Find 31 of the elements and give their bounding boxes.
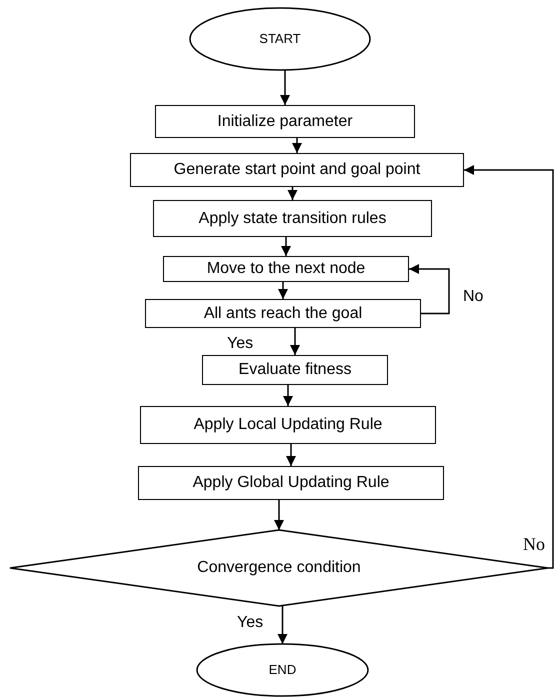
process-box <box>130 153 464 187</box>
arrow <box>292 138 302 153</box>
node-label: Initialize parameter <box>217 112 353 130</box>
node-label: START <box>259 32 301 46</box>
arrow <box>278 282 288 299</box>
process-box <box>163 256 409 282</box>
arrow <box>278 606 288 644</box>
arrow <box>281 237 291 256</box>
process-box <box>202 355 388 385</box>
arrow <box>274 500 284 530</box>
process-box <box>153 200 432 237</box>
node-label: Convergence condition <box>197 559 361 577</box>
node-label: END <box>268 662 296 678</box>
node-label: Move to the next node <box>206 260 366 278</box>
arrow <box>286 444 296 466</box>
node-label: Generate start point and goal point <box>174 161 420 179</box>
node-label: Apply Global Updating Rule <box>192 474 390 492</box>
arrow <box>288 187 298 200</box>
node-label: Apply state transition rules <box>198 210 386 228</box>
arrow <box>280 70 290 105</box>
process-box <box>138 466 444 500</box>
node-label: Evaluate fitness <box>238 361 352 379</box>
node-label: Apply Local Updating Rule <box>194 416 382 434</box>
arrow <box>464 165 554 569</box>
arrow <box>290 328 300 355</box>
process-box <box>155 105 415 138</box>
arrow <box>283 385 293 406</box>
process-box <box>145 299 421 328</box>
arrow <box>409 264 450 314</box>
node-label: All ants reach the goal <box>204 304 362 322</box>
process-box <box>140 406 436 444</box>
